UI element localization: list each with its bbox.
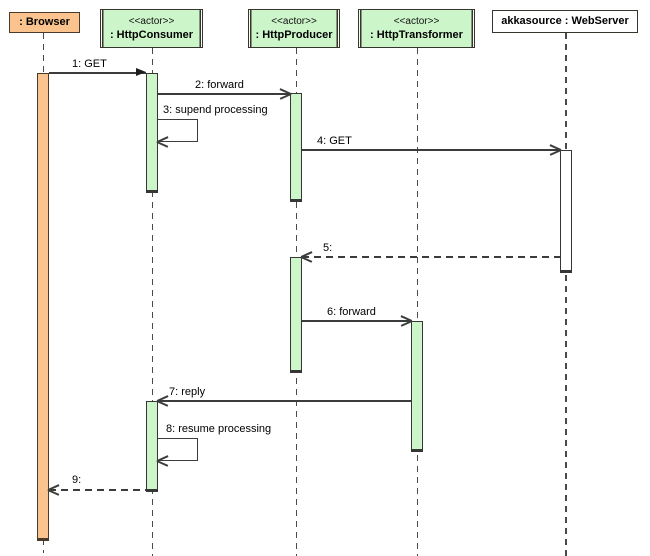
message-3-self-loop: 3: supend processing <box>158 104 268 142</box>
message-line <box>158 400 411 402</box>
participant-stereotype: <<actor>> <box>393 15 440 27</box>
lifeline-http-consumer <box>151 48 153 556</box>
participant-name: : Browser <box>19 16 70 28</box>
open-arrowhead-icon <box>157 395 169 408</box>
open-arrowhead-icon <box>279 88 291 101</box>
activation-bar-http-consumer-2 <box>146 401 158 492</box>
activation-bar-web-server <box>560 150 572 273</box>
participant-browser: : Browser <box>9 12 80 33</box>
participant-name: : HttpTransformer <box>370 28 463 41</box>
activation-bar-http-producer-2 <box>290 257 302 373</box>
message-label: 2: forward <box>195 79 244 91</box>
open-arrowhead-icon <box>157 136 169 149</box>
message-8-self-loop: 8: resume processing <box>158 423 271 461</box>
message-line <box>302 256 560 258</box>
open-arrowhead-icon <box>301 251 313 264</box>
message-label: 3: supend processing <box>163 104 268 116</box>
open-arrowhead-icon <box>48 484 60 497</box>
open-arrowhead-icon <box>157 455 169 468</box>
participant-name: : HttpConsumer <box>109 28 194 41</box>
lifeline-http-transformer <box>416 48 418 556</box>
participant-name: : HttpProducer <box>255 28 333 41</box>
open-arrowhead-icon <box>549 144 561 157</box>
participant-http-producer: <<actor>> : HttpProducer <box>248 9 340 48</box>
participant-stereotype: <<actor>> <box>128 15 175 27</box>
message-line <box>302 320 411 322</box>
activation-bar-http-transformer <box>411 321 423 452</box>
activation-bar-http-producer-1 <box>290 93 302 202</box>
activation-bar-browser <box>37 73 49 541</box>
lifeline-web-server <box>565 33 567 556</box>
message-label: 8: resume processing <box>166 423 272 435</box>
activation-bar-http-consumer-1 <box>146 73 158 193</box>
message-label: 5: <box>323 242 333 254</box>
message-label: 4: GET <box>317 135 352 147</box>
message-label: 6: forward <box>327 306 376 318</box>
message-line <box>49 489 146 491</box>
participant-name: akkasource : WebServer <box>501 15 629 27</box>
message-line <box>49 72 146 74</box>
message-line <box>302 149 560 151</box>
message-label: 7: reply <box>169 386 206 398</box>
filled-arrowhead-icon <box>136 68 146 77</box>
message-line <box>158 93 290 95</box>
participant-http-transformer: <<actor>> : HttpTransformer <box>358 9 475 48</box>
participant-web-server: akkasource : WebServer <box>492 10 638 33</box>
participant-stereotype: <<actor>> <box>271 15 317 27</box>
message-label: 1: GET <box>72 58 107 70</box>
open-arrowhead-icon <box>400 315 412 328</box>
participant-http-consumer: <<actor>> : HttpConsumer <box>100 9 203 48</box>
message-label: 9: <box>72 474 82 486</box>
